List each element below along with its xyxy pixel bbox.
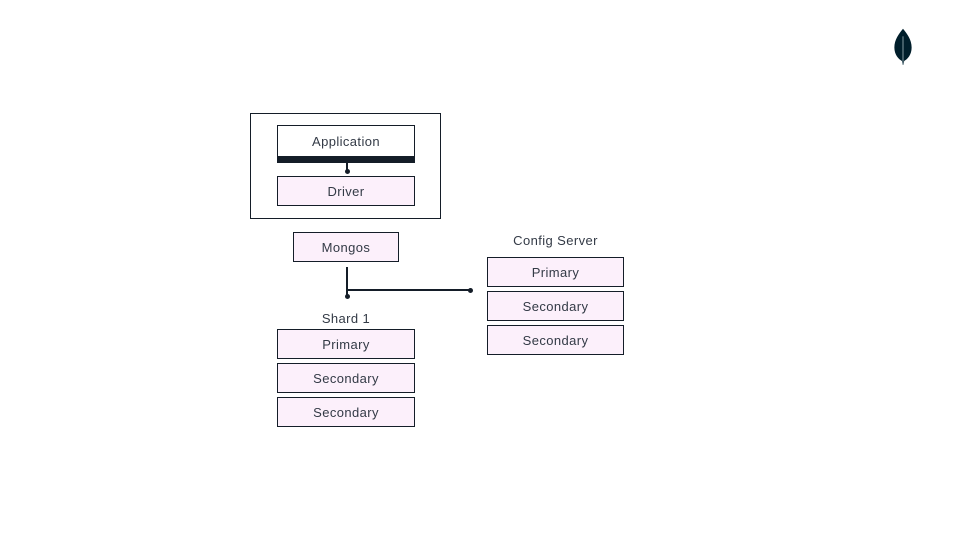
connector-mongos-configserver-endpoint	[468, 287, 473, 293]
shard1-primary-node: Primary	[277, 329, 415, 359]
driver-label: Driver	[327, 183, 365, 199]
shard1-title: Shard 1	[321, 311, 371, 326]
shard1-secondary-label: Secondary	[313, 370, 379, 386]
connector-application-driver-endpoint	[344, 169, 350, 174]
config-server-primary-node: Primary	[487, 257, 624, 287]
connector-mongos-shard1	[346, 267, 348, 296]
connector-application-driver	[346, 163, 348, 170]
config-server-primary-label: Primary	[531, 264, 580, 280]
connector-mongos-shard1-endpoint	[344, 294, 350, 299]
config-server-secondary-node: Secondary	[487, 291, 624, 321]
shard1-primary-label: Primary	[322, 336, 370, 352]
mongodb-leaf-icon	[894, 28, 912, 65]
mongos-label: Mongos	[321, 239, 371, 255]
shard1-secondary-node: Secondary	[277, 397, 415, 427]
config-server-secondary-label: Secondary	[522, 332, 589, 348]
mongos-node: Mongos	[293, 232, 399, 262]
driver-node: Driver	[277, 176, 415, 206]
config-server-secondary-label: Secondary	[522, 298, 589, 314]
config-server-title: Config Server	[513, 233, 598, 248]
application-label: Application	[312, 133, 380, 149]
application-group-frame	[250, 113, 441, 219]
shard1-secondary-label: Secondary	[313, 404, 379, 420]
application-node: Application	[277, 125, 415, 163]
shard1-secondary-node: Secondary	[277, 363, 415, 393]
config-server-secondary-node: Secondary	[487, 325, 624, 355]
connector-mongos-configserver	[347, 289, 470, 291]
